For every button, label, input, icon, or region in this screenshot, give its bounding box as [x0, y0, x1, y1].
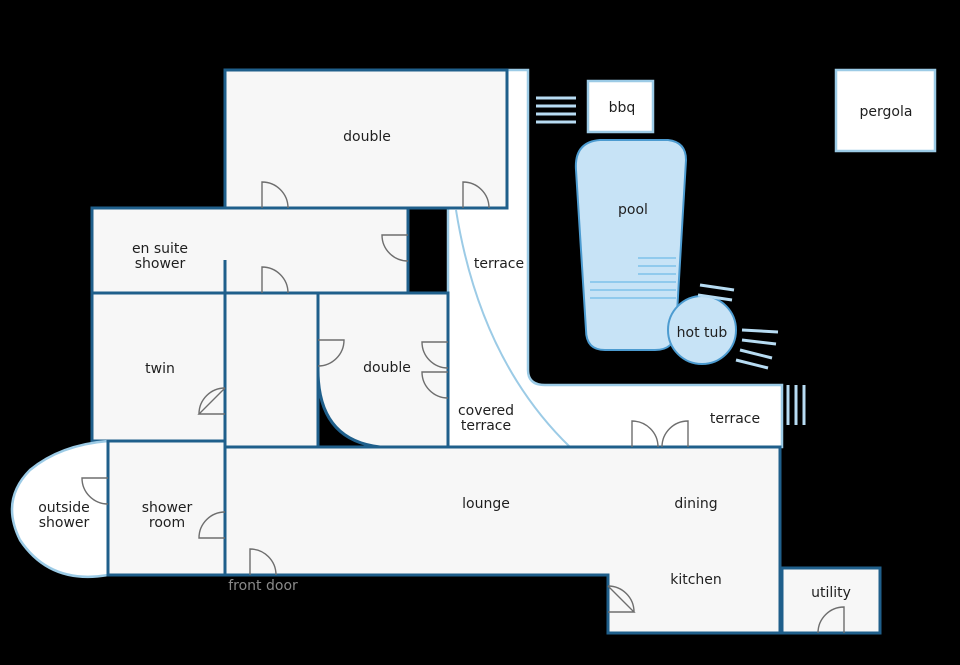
pergola-area[interactable] — [834, 68, 937, 153]
label-pool: pool — [618, 202, 648, 218]
door-shower-room[interactable] — [198, 511, 226, 539]
door-double-middle[interactable] — [317, 339, 345, 367]
label-lounge: lounge — [462, 496, 510, 512]
door-double-top-left[interactable] — [261, 181, 289, 209]
hot-tub-steam — [699, 283, 735, 292]
label-terrace-upper: terrace — [474, 256, 524, 272]
room-lounge-dining-kitchen[interactable] — [223, 445, 782, 635]
label-front-door: front door — [228, 578, 298, 594]
label-twin: twin — [145, 361, 175, 377]
door-utility[interactable] — [817, 606, 845, 634]
door-terrace-patio-left[interactable] — [631, 420, 659, 448]
door-covered-terrace-b[interactable] — [421, 371, 449, 399]
room-shower-room[interactable] — [106, 439, 227, 577]
hot-tub-steam — [739, 348, 773, 360]
label-pergola: pergola — [860, 104, 913, 120]
label-double-middle: double — [363, 360, 411, 376]
door-twin-arc — [198, 387, 226, 415]
label-dining: dining — [674, 496, 717, 512]
label-bbq: bbq — [609, 100, 636, 116]
door-double-top-right[interactable] — [462, 181, 490, 209]
label-covered-2: terrace — [461, 418, 511, 434]
label-outside-1: outside — [38, 500, 90, 516]
door-terrace-patio-right[interactable] — [661, 420, 689, 448]
label-outside-2: shower — [39, 515, 90, 531]
label-utility: utility — [811, 585, 851, 601]
label-shower-1: shower — [142, 500, 193, 516]
label-en-suite-1: en suite — [132, 241, 188, 257]
door-en-suite[interactable] — [381, 234, 409, 262]
label-shower-2: room — [149, 515, 185, 531]
label-covered-1: covered — [458, 403, 514, 419]
hallway — [223, 291, 320, 449]
terrace-curve — [455, 209, 571, 448]
label-double-top: double — [343, 129, 391, 145]
room-utility[interactable] — [780, 566, 882, 635]
door-outside-shower[interactable] — [81, 477, 109, 505]
outside-shower-area[interactable] — [10, 439, 110, 579]
room-double-top[interactable] — [223, 68, 509, 210]
room-twin[interactable] — [90, 291, 227, 443]
hot-tub-steam — [697, 293, 733, 302]
door-covered-terrace-a[interactable] — [421, 341, 449, 369]
label-kitchen: kitchen — [670, 572, 722, 588]
label-en-suite-2: shower — [135, 256, 186, 272]
label-hot-tub: hot tub — [677, 325, 728, 341]
hot-tub-steam — [735, 358, 769, 370]
hot-tub-steam — [741, 328, 779, 334]
room-en-suite-shower[interactable] — [90, 206, 410, 295]
hot-tub-steam — [741, 338, 777, 346]
label-terrace-lower: terrace — [710, 411, 760, 427]
door-kitchen-arc — [607, 585, 635, 613]
door-front[interactable] — [249, 548, 277, 576]
door-hallway-top[interactable] — [261, 266, 289, 294]
bbq-area[interactable] — [586, 79, 655, 134]
